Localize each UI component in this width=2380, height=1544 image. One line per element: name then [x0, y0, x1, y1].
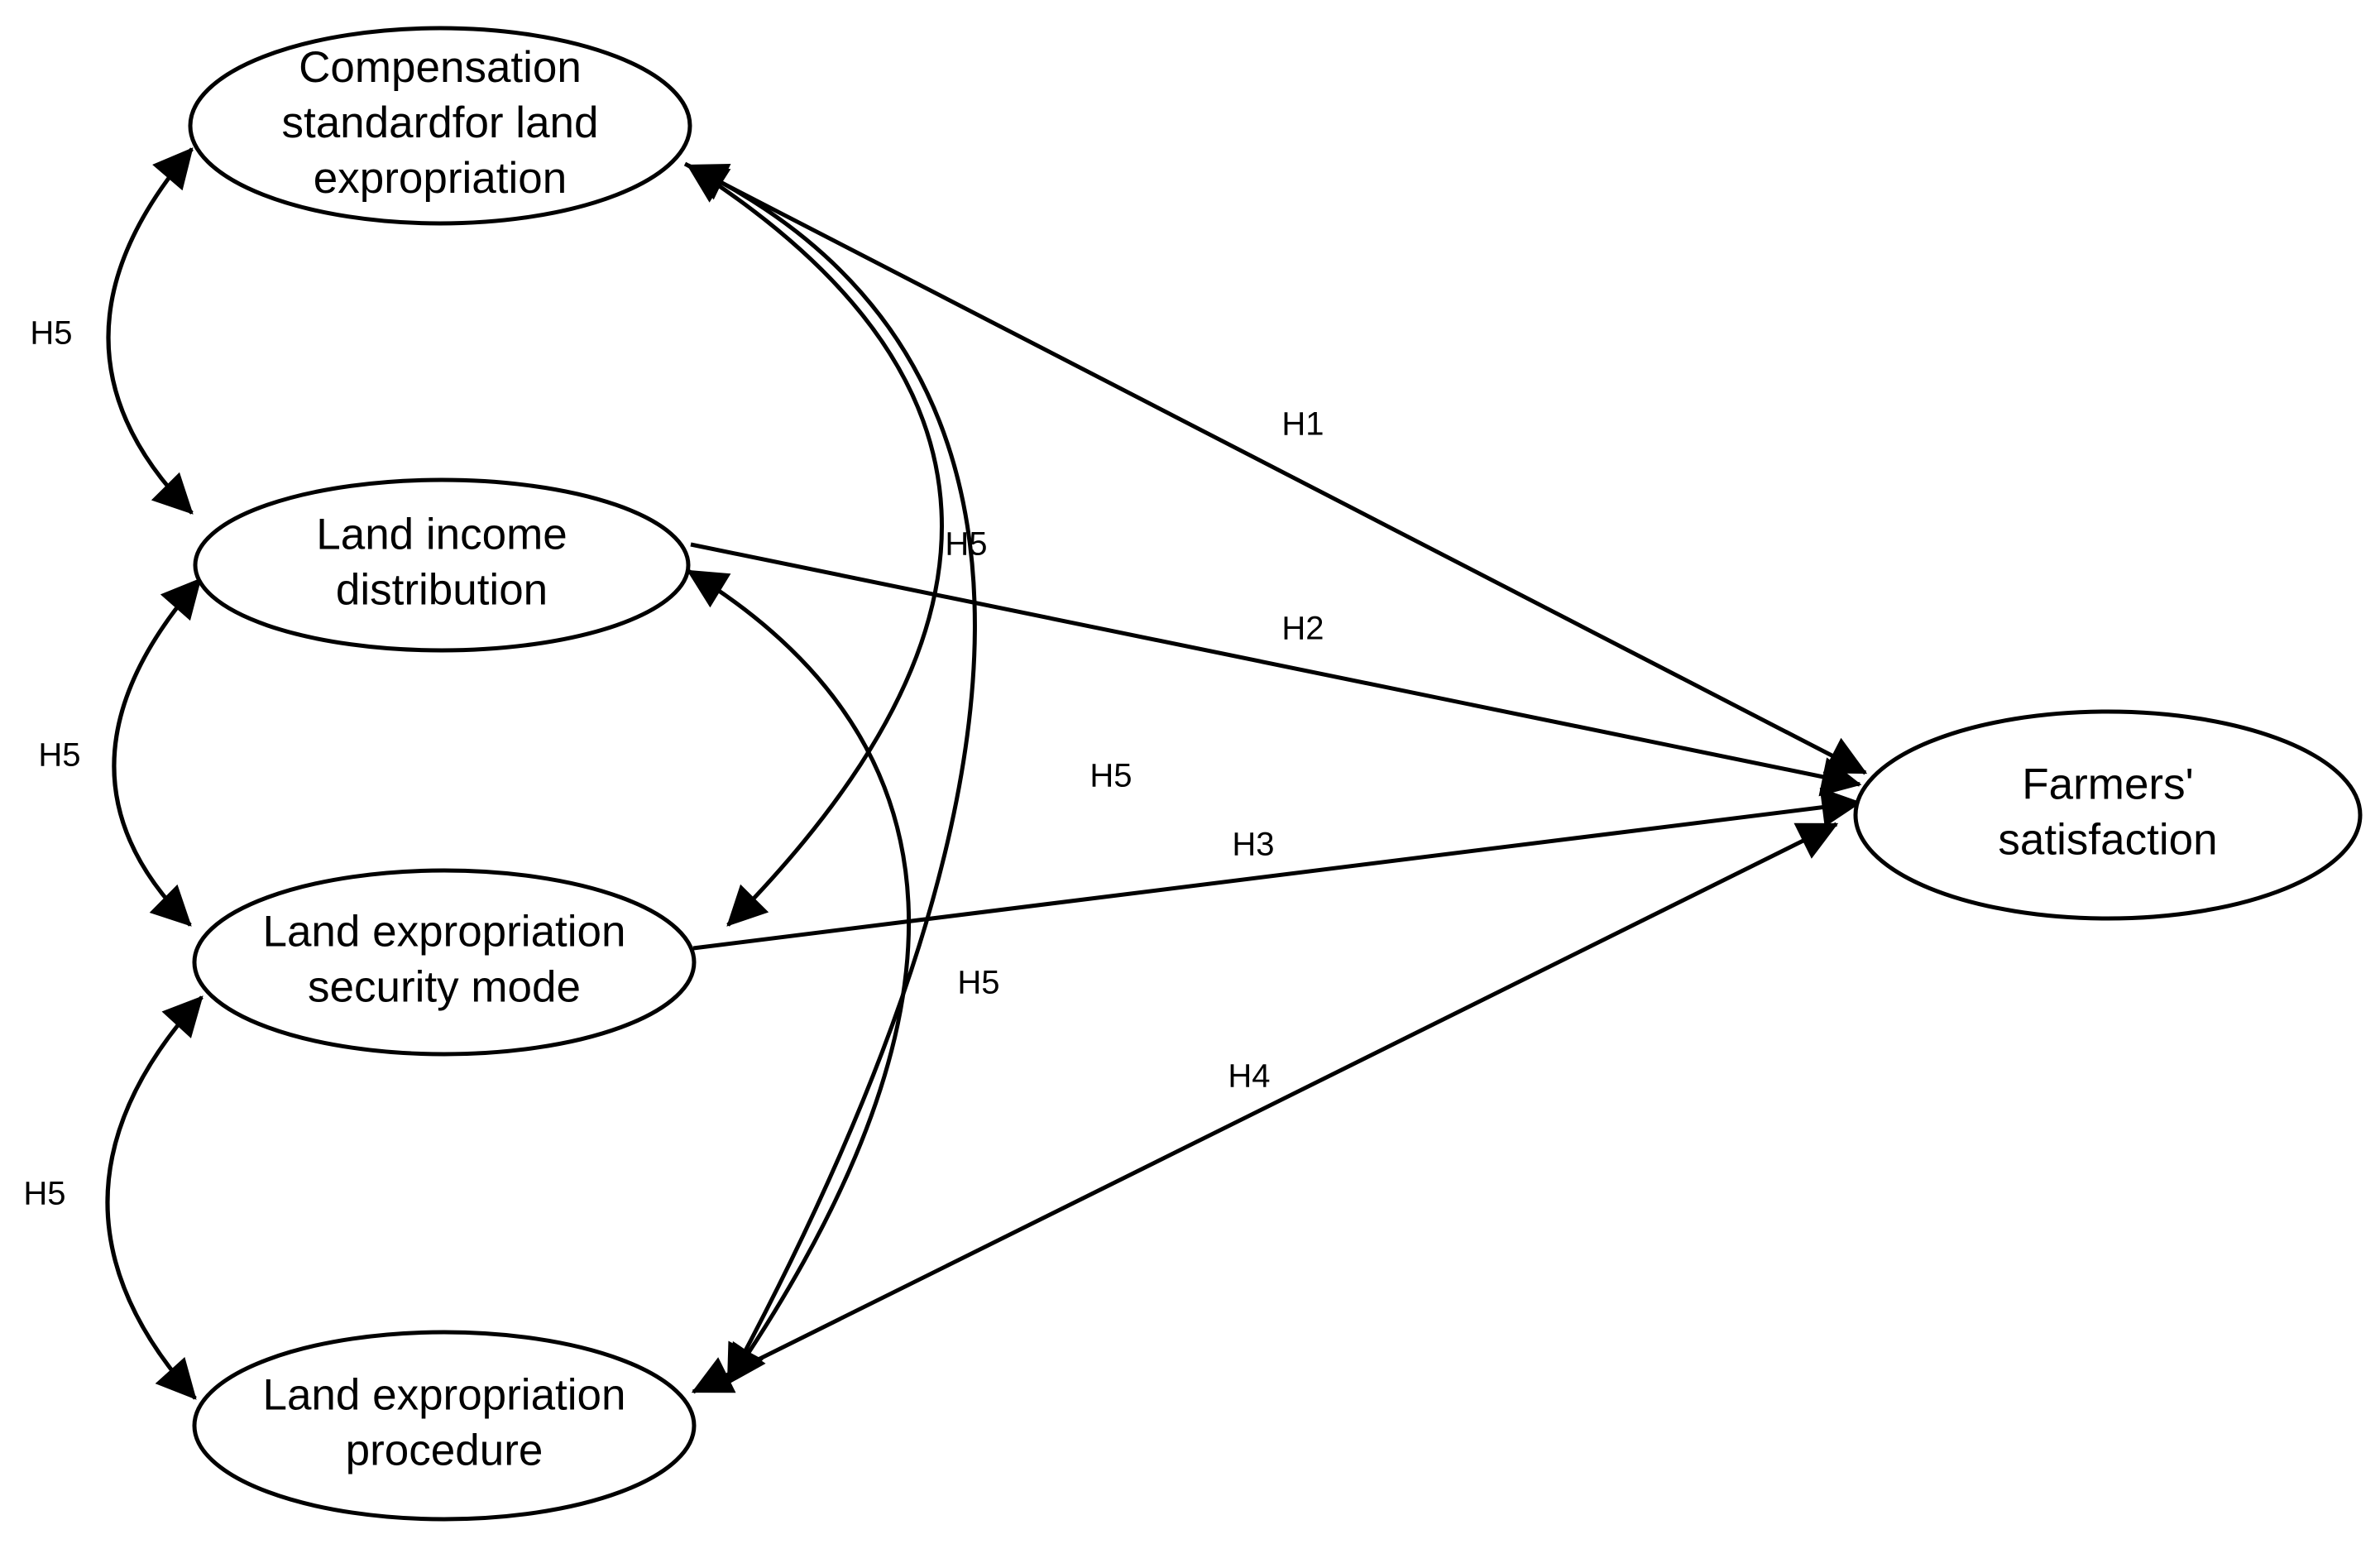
edge-label-security-procedure: H5 [23, 1176, 65, 1212]
edge-label-compensation-security: H5 [945, 526, 987, 563]
node-ellipse-compensation [188, 26, 692, 226]
node-label-compensation-line-0: Compensation [299, 43, 582, 92]
edge-compensation-satisfaction [683, 161, 1868, 775]
node-ellipse-procedure [192, 1330, 697, 1522]
edge-compensation-security [686, 163, 944, 927]
node-label-income-line-0: Land income [316, 511, 567, 559]
node-label-security-line-1: security mode [308, 963, 581, 1012]
node-label-security-line-0: Land expropriation [262, 908, 625, 957]
edge-procedure-satisfaction [691, 822, 1839, 1394]
edges-layer [105, 147, 1868, 1400]
edge-compensation-procedure [686, 163, 977, 1386]
edge-income-satisfaction [690, 542, 1862, 797]
node-procedure: Land expropriation procedure [192, 1330, 697, 1522]
node-security: Land expropriation security mode [192, 868, 697, 1057]
node-label-satisfaction-line-0: Farmers' [2022, 760, 2193, 809]
edge-label-compensation-income: H5 [30, 315, 72, 352]
nodes-layer: Compensation standardfor land expropriatio… [188, 26, 2363, 1522]
node-ellipse-income [193, 477, 691, 653]
edge-label-compensation-procedure: H5 [1089, 758, 1132, 794]
edge-label-compensation-satisfaction: H1 [1281, 406, 1324, 443]
edge-label-income-procedure: H5 [957, 965, 999, 1001]
edge-label-income-satisfaction: H2 [1281, 611, 1324, 647]
node-label-procedure-line-0: Land expropriation [262, 1371, 625, 1420]
node-label-procedure-line-1: procedure [346, 1427, 544, 1475]
edge-label-income-security: H5 [38, 737, 80, 774]
node-label-satisfaction-line-1: satisfaction [1998, 816, 2217, 865]
node-ellipse-security [192, 868, 697, 1057]
node-label-income-line-1: distribution [336, 566, 548, 615]
node-income: Land income distribution [193, 477, 691, 653]
edge-label-procedure-satisfaction: H4 [1228, 1058, 1270, 1095]
edge-income-security [112, 578, 202, 927]
node-satisfaction: Farmers' satisfaction [1853, 709, 2363, 921]
edge-security-procedure [105, 995, 204, 1400]
edge-label-security-satisfaction: H3 [1232, 827, 1274, 863]
node-ellipse-satisfaction [1853, 709, 2363, 921]
node-label-compensation-line-1: standardfor land [281, 98, 598, 147]
edge-security-satisfaction [692, 787, 1862, 951]
node-label-compensation-line-2: expropriation [314, 154, 567, 203]
edge-income-procedure [686, 568, 912, 1385]
node-compensation: Compensation standardfor land expropriatio… [188, 26, 692, 226]
edge-compensation-income [106, 147, 194, 515]
